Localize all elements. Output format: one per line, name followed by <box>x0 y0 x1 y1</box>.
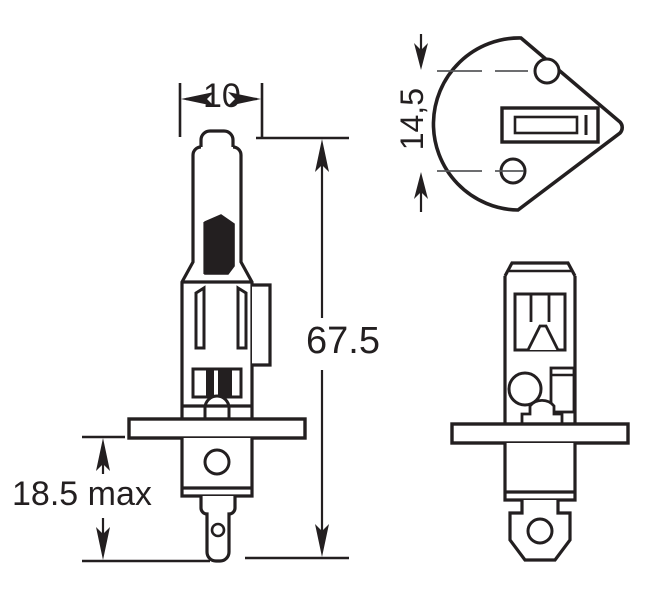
front-filament-shield <box>204 214 235 275</box>
dim-flange-offset-arrow-top <box>414 43 428 70</box>
front-barrel-hole <box>203 448 231 476</box>
dimension-label-bulb-diameter: 10 <box>203 77 241 115</box>
front-pin-hole <box>210 522 226 538</box>
dim-flange-offset <box>414 34 428 212</box>
side-view-bulb <box>450 261 630 562</box>
side-support-v <box>526 324 560 351</box>
front-glass-right-wall <box>232 145 254 419</box>
dim-total-length-arrow-top <box>315 139 329 172</box>
dim-base-height <box>82 435 210 563</box>
side-rect-feature <box>549 366 576 414</box>
side-round-feature <box>507 371 543 407</box>
flange-slot-inner <box>513 115 579 135</box>
front-contact-bar-right <box>218 369 232 397</box>
dim-base-height-arrow-top <box>96 438 110 471</box>
dim-total-length-arrow-bottom <box>315 524 329 557</box>
dim-total-length <box>245 136 349 560</box>
flange-plan-view <box>431 36 624 212</box>
dimension-label-total-length: 67.5 <box>306 320 380 362</box>
front-contact-bar-left <box>206 369 214 397</box>
front-cap-slot-right <box>236 285 248 350</box>
side-crimp-top <box>503 261 577 277</box>
dim-diameter <box>178 83 264 137</box>
dim-diameter-arrow-right <box>228 92 261 106</box>
front-glass-tip <box>199 129 235 147</box>
front-view-bulb <box>127 129 307 563</box>
front-cap-slot-left <box>194 285 206 350</box>
side-flange-plate <box>450 422 630 445</box>
front-contact-band <box>191 367 243 399</box>
dim-base-height-arrow-bottom <box>96 527 110 560</box>
front-cap-side-lug <box>252 283 272 367</box>
dimension-label-flange-offset: 14,5 <box>394 88 430 151</box>
dimension-label-base-height: 18.5 max <box>12 475 152 513</box>
front-flange-plate <box>127 417 307 440</box>
dim-flange-offset-arrow-bottom <box>414 172 428 199</box>
flange-hole-top <box>533 57 561 85</box>
dim-diameter-arrow-left <box>181 92 214 106</box>
side-arch-detail <box>520 399 564 424</box>
side-pin-hole <box>526 517 554 545</box>
front-glass-left-wall <box>180 145 202 419</box>
